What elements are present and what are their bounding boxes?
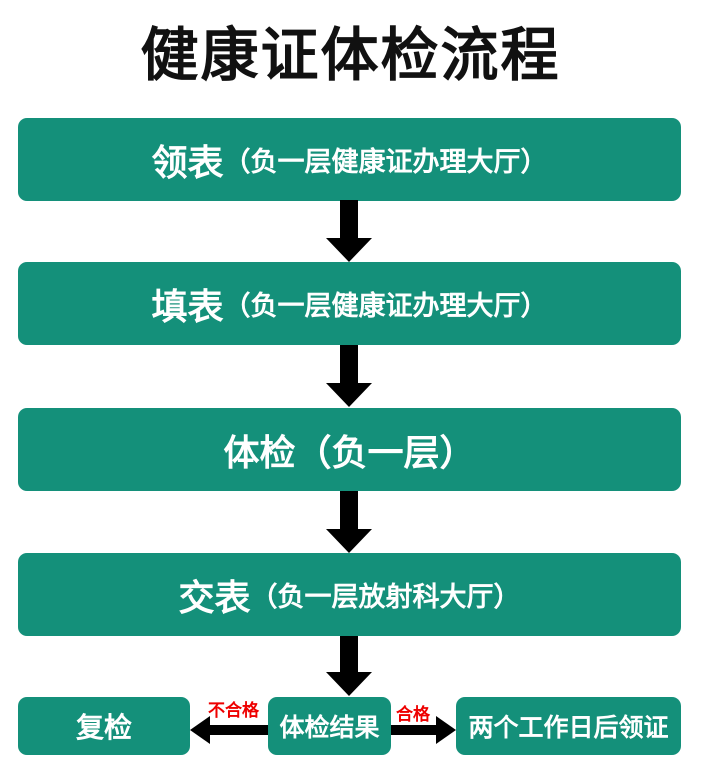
pass-label: 合格 — [396, 705, 430, 725]
step-label: 体检 — [223, 432, 296, 474]
step-exam: 体检（负一层） — [18, 408, 681, 491]
arrow-down-icon — [326, 529, 372, 553]
arrow-down-icon — [326, 672, 372, 696]
page-title: 健康证体检流程 — [140, 21, 561, 89]
arrow-shaft — [340, 491, 358, 531]
arrow-shaft — [340, 345, 358, 385]
arrow-right-icon — [436, 716, 456, 744]
step-location: （负一层健康证办理大厅） — [223, 291, 548, 322]
step-label: 交表 — [178, 577, 251, 619]
arrow-shaft — [391, 725, 437, 735]
step-submit-form: 交表（负一层放射科大厅） — [18, 553, 681, 636]
exam-result-box: 体检结果 — [268, 697, 391, 755]
step-fill-form: 填表（负一层健康证办理大厅） — [18, 262, 681, 345]
step-collect-form: 领表（负一层健康证办理大厅） — [18, 118, 681, 201]
step-label: 填表 — [151, 286, 224, 328]
arrow-shaft — [208, 725, 268, 735]
step-location: （负一层） — [295, 432, 476, 474]
step-location: （负一层健康证办理大厅） — [223, 147, 548, 178]
arrow-down-icon — [326, 383, 372, 407]
step-label: 领表 — [151, 142, 224, 184]
collect-certificate-box: 两个工作日后领证 — [456, 697, 681, 755]
fail-label: 不合格 — [208, 701, 259, 721]
arrow-left-icon — [190, 716, 210, 744]
recheck-box: 复检 — [18, 697, 190, 755]
step-location: （负一层放射科大厅） — [250, 582, 521, 613]
arrow-shaft — [340, 636, 358, 674]
arrow-shaft — [340, 200, 358, 240]
arrow-down-icon — [326, 238, 372, 262]
